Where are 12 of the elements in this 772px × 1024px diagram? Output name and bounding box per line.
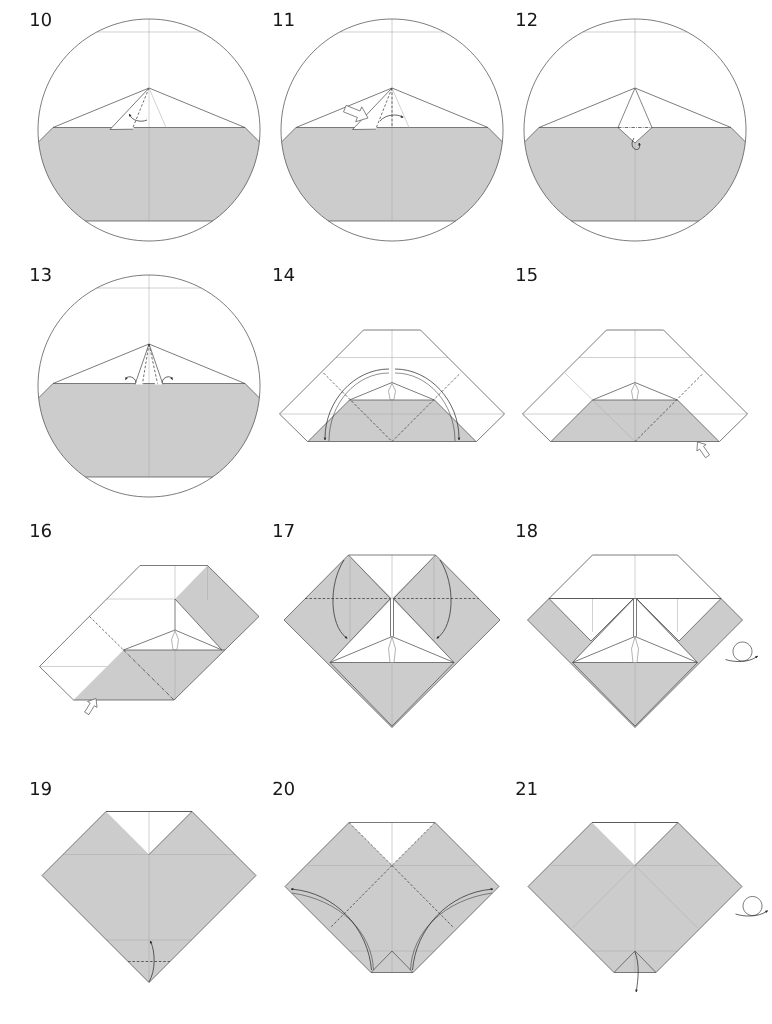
step-number: 17 <box>274 523 294 537</box>
step-number: 10 <box>31 12 51 27</box>
step-number: 15 <box>517 267 537 282</box>
step-number: 16 <box>31 523 51 538</box>
step-number: 12 <box>517 12 537 26</box>
step-number: 13 <box>31 267 51 282</box>
step-number: 18 <box>517 523 537 538</box>
step-number: 11 <box>274 12 294 26</box>
step-number: 20 <box>273 781 294 796</box>
step-number: 21 <box>516 781 537 795</box>
step-number: 14 <box>274 267 295 281</box>
step-number: 19 <box>31 781 51 796</box>
